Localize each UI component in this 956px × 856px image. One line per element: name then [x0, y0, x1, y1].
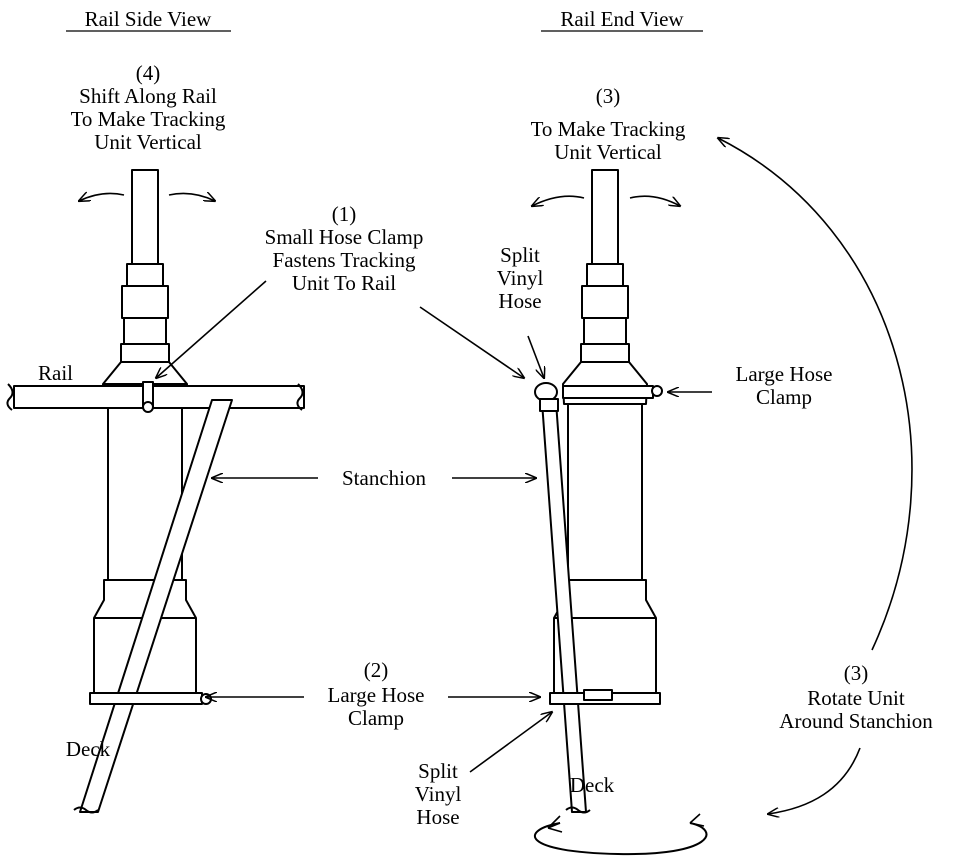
- rotation-arrow: [533, 813, 708, 856]
- svg-text:(4): (4): [136, 61, 161, 85]
- svg-text:Unit Vertical: Unit Vertical: [554, 140, 662, 164]
- svg-text:Vinyl: Vinyl: [497, 266, 544, 290]
- pointer-lines: [156, 280, 712, 773]
- svg-text:Hose: Hose: [416, 805, 459, 829]
- rotate-curve-arrow: [718, 138, 913, 814]
- svg-text:Unit Vertical: Unit Vertical: [94, 130, 202, 154]
- end-tilt-arrows: [532, 195, 680, 206]
- end-large-hose-clamp-top: [562, 385, 663, 399]
- end-large-hose-clamp-bottom: [549, 689, 661, 705]
- step2-label: (2) Large Hose Clamp: [328, 658, 425, 730]
- step3-top-label: (3) To Make Tracking Unit Vertical: [531, 84, 686, 164]
- side-deck-label: Deck: [66, 737, 111, 761]
- svg-text:(3): (3): [844, 661, 869, 685]
- svg-text:Clamp: Clamp: [756, 385, 812, 409]
- small-hose-clamp: [142, 381, 154, 413]
- end-view-title: Rail End View: [541, 7, 703, 32]
- side-tilt-arrows: [79, 193, 215, 201]
- rail: [6, 383, 305, 411]
- svg-text:To Make Tracking: To Make Tracking: [531, 117, 686, 141]
- side-diagonal-brace: [73, 399, 233, 814]
- svg-text:Split: Split: [418, 759, 458, 783]
- end-deck-label: Deck: [570, 773, 615, 797]
- svg-text:Rail Side View: Rail Side View: [85, 7, 213, 31]
- svg-text:Shift Along Rail: Shift Along Rail: [79, 84, 217, 108]
- svg-text:Vinyl: Vinyl: [415, 782, 462, 806]
- split-vinyl-hose-bottom-label: Split Vinyl Hose: [415, 759, 462, 829]
- svg-text:Hose: Hose: [498, 289, 541, 313]
- end-split-vinyl-hose: [534, 382, 591, 814]
- end-large-hose-clamp-label: Large Hose Clamp: [736, 362, 833, 409]
- svg-text:Clamp: Clamp: [348, 706, 404, 730]
- side-view-title: Rail Side View: [66, 7, 231, 32]
- step4-label: (4) Shift Along Rail To Make Tracking Un…: [71, 61, 226, 154]
- svg-text:Large Hose: Large Hose: [328, 683, 425, 707]
- side-large-hose-clamp: [89, 692, 212, 705]
- split-vinyl-hose-top-label: Split Vinyl Hose: [497, 243, 544, 313]
- svg-text:Split: Split: [500, 243, 540, 267]
- step1-label: (1) Small Hose Clamp Fastens Tracking Un…: [265, 202, 424, 295]
- svg-text:Around Stanchion: Around Stanchion: [779, 709, 933, 733]
- svg-text:Fastens Tracking: Fastens Tracking: [273, 248, 416, 272]
- svg-text:Rail End View: Rail End View: [560, 7, 684, 31]
- svg-text:(2): (2): [364, 658, 389, 682]
- svg-text:Rotate Unit: Rotate Unit: [807, 686, 905, 710]
- stanchion-label: Stanchion: [342, 466, 426, 490]
- step3-rotate-label: (3) Rotate Unit Around Stanchion: [779, 661, 933, 733]
- svg-text:To Make Tracking: To Make Tracking: [71, 107, 226, 131]
- svg-text:Small Hose Clamp: Small Hose Clamp: [265, 225, 424, 249]
- svg-text:(1): (1): [332, 202, 357, 226]
- svg-text:Large Hose: Large Hose: [736, 362, 833, 386]
- rail-label: Rail: [38, 361, 73, 385]
- svg-text:(3): (3): [596, 84, 621, 108]
- svg-text:Unit To Rail: Unit To Rail: [292, 271, 396, 295]
